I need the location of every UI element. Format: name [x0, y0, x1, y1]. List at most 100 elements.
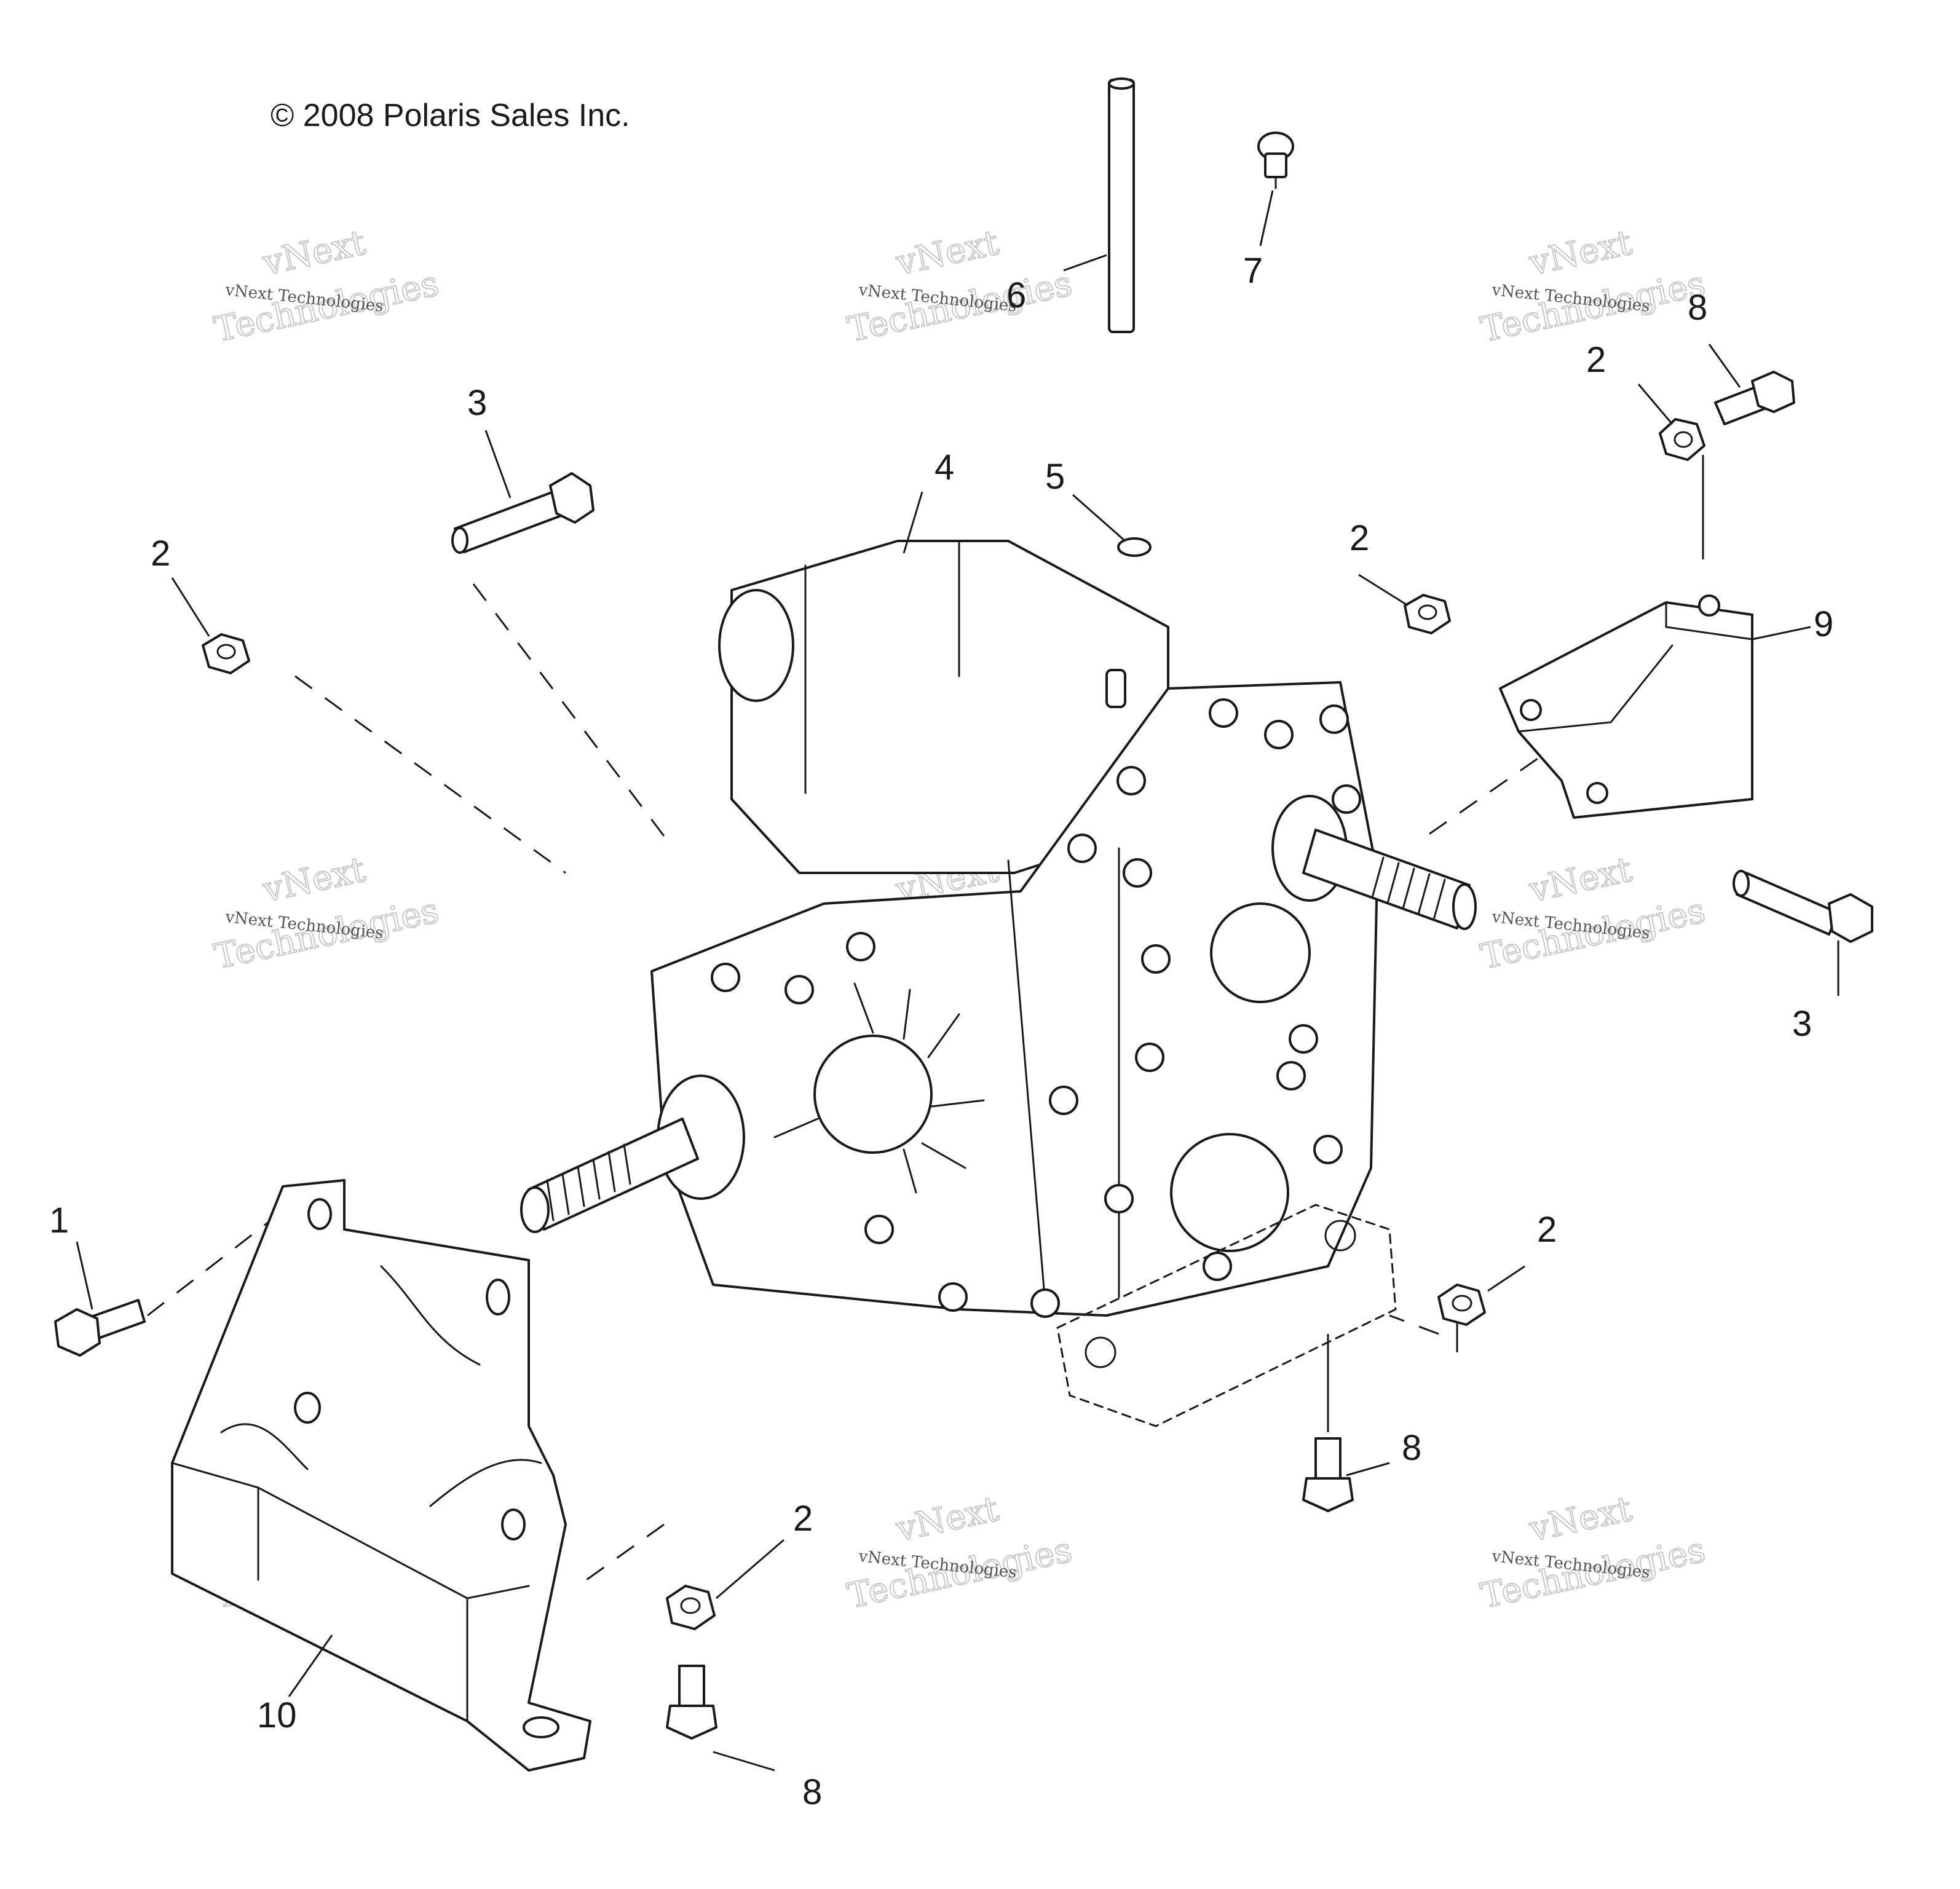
leader-line	[903, 491, 923, 554]
watermark-big-text: vNext	[259, 850, 369, 910]
transmission-end-cap	[718, 589, 794, 702]
callout-3-right: 3	[1792, 1004, 1812, 1044]
case-bolt-boss	[711, 963, 740, 992]
shaft-splines	[1371, 856, 1446, 921]
leader-line	[1063, 254, 1107, 272]
nut-upper-right	[1659, 418, 1705, 461]
case-bolt-boss	[1209, 698, 1238, 728]
bearing-cover	[1170, 1133, 1289, 1252]
callout-3-top: 3	[467, 383, 487, 423]
callout-labels: 6 7 4 5 3 2 2 2 8 9 3 2 8 1 2 8 10	[49, 251, 1833, 1812]
bracket-clip	[220, 1423, 309, 1470]
watermark: Technologies vNext vNext Technologies	[1477, 222, 1709, 350]
assembly-line	[1389, 1314, 1439, 1335]
watermark: Technologies vNext vNext Technologies	[1477, 1488, 1709, 1617]
case-bolt-boss	[1135, 1043, 1164, 1072]
vent-nipple	[1105, 669, 1126, 708]
leader-line	[1708, 344, 1741, 388]
watermark: Technologies vNext vNext Technologies	[210, 222, 443, 350]
leader-line	[484, 430, 512, 499]
callout-10: 10	[257, 1695, 297, 1735]
nut-hole	[1674, 431, 1693, 448]
watermark-big-text: vNext	[892, 223, 1002, 283]
short-bolt-lower-left	[666, 1665, 717, 1740]
assembly-line	[1426, 736, 1568, 837]
nut-hole	[680, 1597, 701, 1614]
callout-8-mid: 8	[1402, 1428, 1421, 1468]
leader-line	[1487, 1265, 1525, 1292]
shaft-splines	[546, 1143, 631, 1221]
vent-tube-part	[1108, 77, 1135, 333]
callout-8-top: 8	[1688, 288, 1707, 328]
callout-2-lower-right: 2	[1537, 1210, 1557, 1250]
bracket-contour	[380, 1265, 481, 1366]
case-bolt-boss	[784, 975, 814, 1004]
leader-line	[1259, 190, 1274, 246]
bolt-part-1	[54, 1299, 146, 1357]
assembly-line	[472, 583, 665, 837]
nut-hole	[1452, 1295, 1472, 1312]
bolt-head	[1302, 1477, 1354, 1512]
callout-2-upper-mid: 2	[1349, 518, 1369, 558]
leader-line	[76, 1241, 93, 1310]
bearing-cover	[813, 1035, 933, 1154]
nut-hex	[1404, 594, 1451, 634]
copyright-text: © 2008 Polaris Sales Inc.	[271, 98, 630, 133]
case-bolt-boss	[1067, 834, 1097, 863]
output-shaft-end	[520, 1186, 550, 1233]
nut-upper-mid	[1404, 594, 1451, 634]
bracket-hole	[523, 1716, 559, 1738]
bolt-head	[1751, 371, 1795, 413]
bracket-left	[171, 1179, 591, 1772]
watermark-big-text: vNext	[1525, 223, 1635, 283]
bolt-head	[549, 472, 595, 524]
nut-hex	[202, 633, 250, 674]
bolt-shank	[1314, 1437, 1342, 1483]
case-bolt-boss	[1289, 1024, 1318, 1054]
nut-lower-right	[1437, 1284, 1486, 1326]
watermark: Technologies vNext vNext Technologies	[844, 222, 1076, 350]
bracket-hole	[501, 1508, 526, 1540]
nut-lower-mid	[666, 1585, 716, 1630]
callout-4: 4	[935, 448, 954, 487]
watermark: Technologies vNext vNext Technologies	[210, 849, 443, 977]
case-bolt-boss	[1332, 784, 1361, 814]
bracket-hole	[1586, 782, 1608, 804]
watermark-big-text: vNext	[1525, 850, 1635, 910]
callout-8-bottom: 8	[802, 1772, 822, 1812]
case-bolt-boss	[1313, 1135, 1343, 1164]
rear-output-shaft-end	[1452, 883, 1477, 930]
nut-hole	[216, 644, 236, 660]
callout-2-upper-right: 2	[1586, 340, 1606, 380]
watermark: Technologies vNext vNext Technologies	[844, 1488, 1076, 1617]
assembly-line	[294, 675, 566, 874]
bolt-shank	[454, 491, 564, 553]
bracket-hole	[307, 1198, 332, 1230]
leader-line	[288, 1635, 333, 1697]
case-bolt-boss	[864, 1215, 894, 1244]
assembly-line	[147, 1210, 283, 1317]
case-bolt-boss	[1116, 766, 1146, 795]
nut-hex	[1659, 418, 1705, 461]
case-bolt-boss	[1203, 1252, 1232, 1281]
nut-upper-left	[202, 633, 250, 674]
long-bolt-left	[451, 472, 595, 554]
mounting-foot-hole	[1324, 1220, 1356, 1252]
leader-line	[171, 577, 210, 637]
case-bolt-boss	[846, 932, 875, 961]
callout-5: 5	[1045, 457, 1065, 497]
case-bolt-boss	[1030, 1288, 1060, 1318]
clamp-body	[1264, 152, 1287, 178]
leader-line	[1072, 494, 1126, 542]
case-bolt-boss	[1104, 1184, 1134, 1213]
case-bolt-boss	[1319, 704, 1349, 734]
callout-2-lower: 2	[793, 1499, 813, 1539]
transmission-part	[520, 540, 1477, 1427]
leader-line	[1752, 626, 1811, 641]
watermark-big-text: vNext	[892, 1489, 1002, 1550]
callout-2-upper-left: 2	[151, 534, 170, 574]
bolt-head	[666, 1705, 717, 1740]
vent-tube	[1108, 79, 1135, 333]
